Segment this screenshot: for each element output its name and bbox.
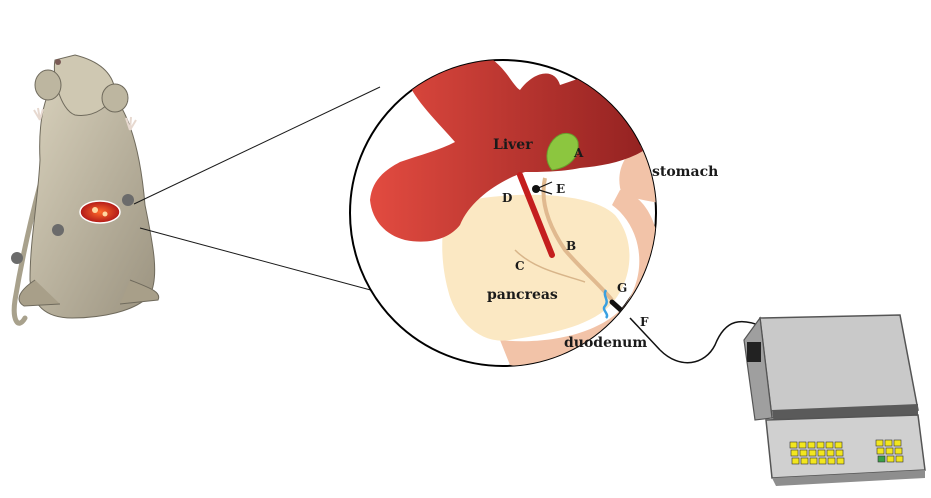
duodenum-label: duodenum [564, 335, 647, 351]
marker-d: D [502, 191, 512, 205]
rat-illustration [11, 54, 160, 326]
recorder-cable [659, 320, 771, 364]
gallbladder [546, 133, 579, 171]
pancreas [442, 194, 630, 341]
stomach-label: stomach [652, 164, 718, 180]
marker-c: C [515, 259, 525, 273]
recording-device [743, 314, 926, 486]
marker-a: A [573, 146, 584, 160]
clamp-vessel [517, 172, 555, 258]
suture [602, 289, 609, 319]
keypad-right [875, 439, 904, 463]
marker-f: F [640, 315, 649, 329]
marker-e: E [556, 182, 565, 196]
liver-label: Liver [493, 137, 533, 153]
liver [370, 60, 656, 242]
zoom-line-top [133, 86, 381, 205]
marker-b: B [566, 239, 576, 253]
marker-g: G [617, 281, 627, 295]
ligature-clip [532, 181, 553, 195]
pancreas-label: pancreas [487, 287, 558, 303]
bile-duct [541, 177, 614, 302]
zoom-line-bottom [139, 227, 379, 293]
keypad-left [789, 441, 845, 465]
